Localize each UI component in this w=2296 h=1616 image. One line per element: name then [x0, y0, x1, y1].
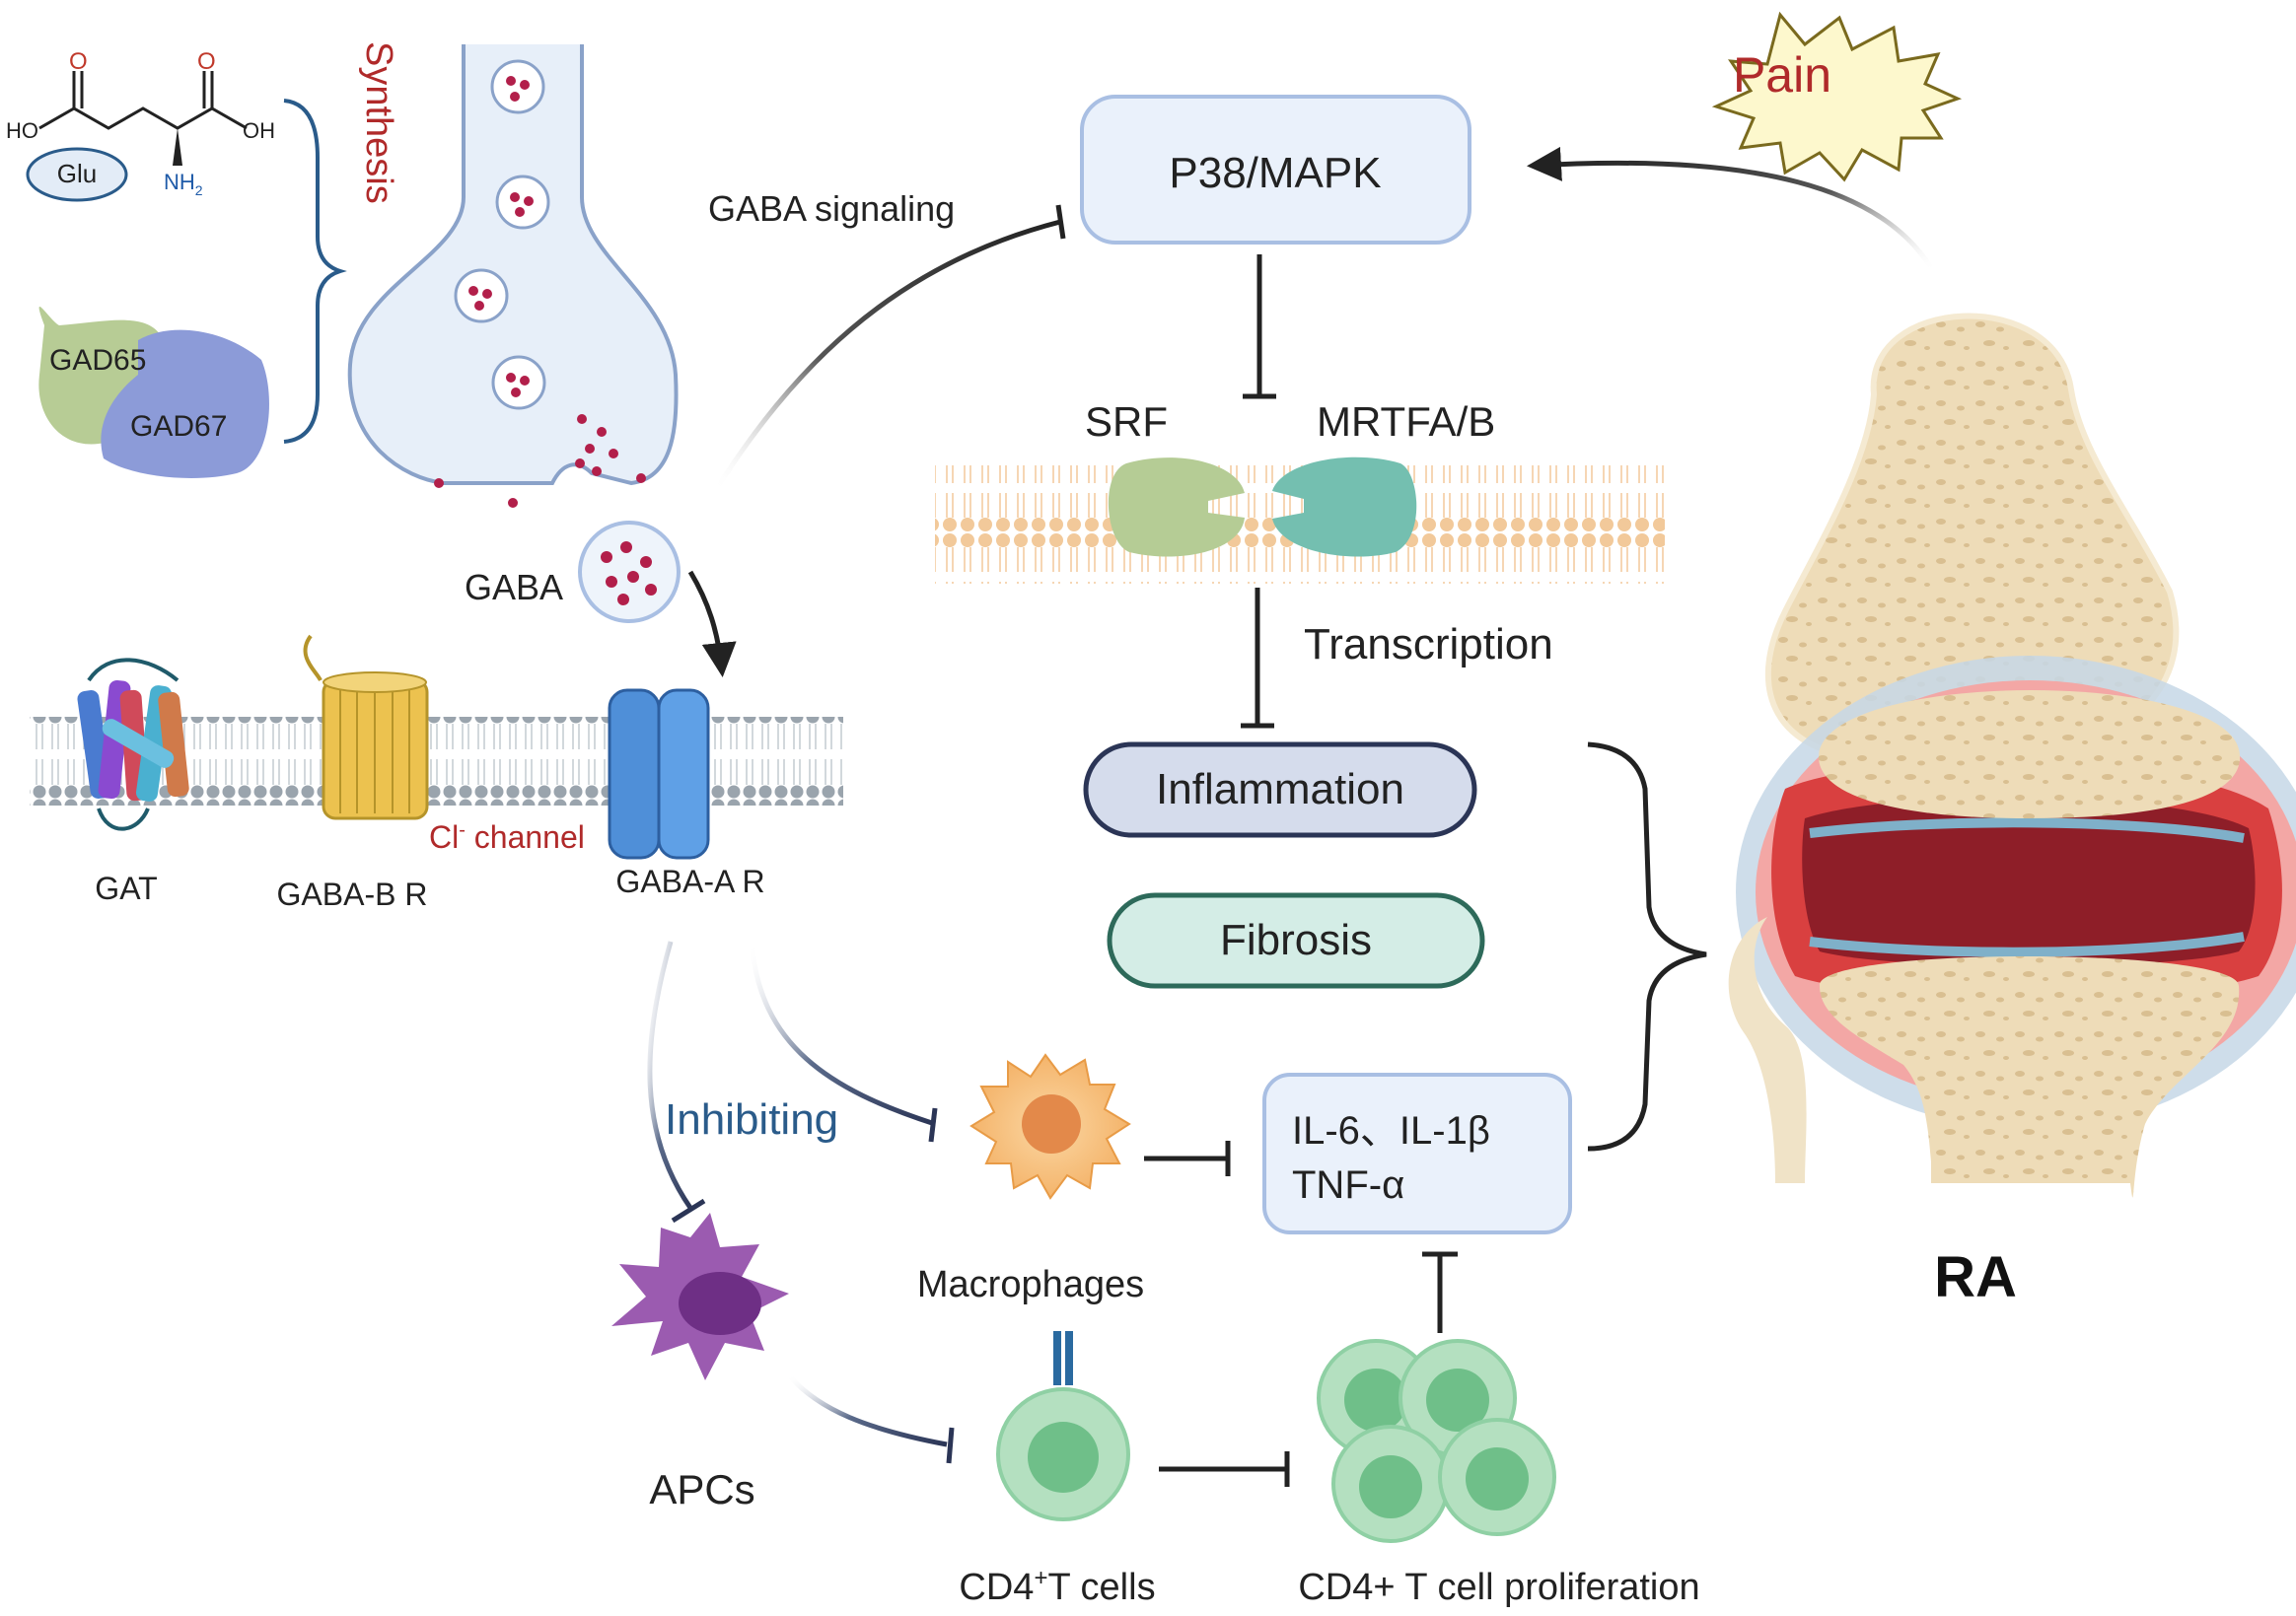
apc-cell: [611, 1213, 789, 1380]
p38-label: P38/MAPK: [1169, 149, 1381, 197]
fibrosis-label: Fibrosis: [1220, 916, 1372, 964]
gat-label: GAT: [95, 871, 157, 906]
cd4-tcell: [996, 1331, 1130, 1521]
inhibiting-label: Inhibiting: [665, 1095, 838, 1144]
receptor-to-apc-line: [647, 941, 693, 1210]
mrtfa-protein: [1272, 457, 1417, 557]
cytokines-line1: IL-6、IL-1β: [1292, 1109, 1490, 1153]
ra-label: RA: [1934, 1245, 2017, 1309]
macrophage-cell: [969, 1053, 1131, 1200]
vesicle: [491, 355, 546, 410]
srf-protein: [1108, 457, 1245, 557]
glu-ellipse: [26, 147, 128, 202]
mrtfa-label: MRTFA/B: [1317, 398, 1495, 445]
vesicle: [495, 175, 550, 230]
presynaptic-terminal: [347, 44, 679, 508]
synthesis-brace: [283, 99, 347, 444]
pain-burst: [1711, 11, 1963, 182]
glu-label: Glu: [57, 159, 97, 188]
apcs-label: APCs: [649, 1466, 754, 1512]
ra-bracket: [1587, 741, 1707, 1152]
cd4-tcells-label: CD4+T cells: [959, 1565, 1155, 1608]
oxygen-label-1: O: [69, 48, 88, 75]
vesicle: [490, 59, 545, 114]
pain-label: Pain: [1733, 47, 1831, 103]
inhibition-bar: [1055, 204, 1066, 240]
oh-label: OH: [243, 118, 275, 143]
inhibition-bar: [671, 1198, 706, 1224]
cytokines-line2: TNF-α: [1292, 1163, 1404, 1207]
nh2-label: NH2: [164, 170, 203, 198]
ra-joint-illustration: [1728, 313, 2296, 1198]
gaba-a-label: GABA-A R: [615, 864, 764, 899]
gad65-label: GAD65: [49, 344, 146, 377]
oxygen-label-2: O: [197, 48, 216, 75]
gad-enzymes: GAD65 GAD67: [38, 307, 269, 478]
transcription-label: Transcription: [1304, 620, 1553, 668]
gaba-signaling-arrow: [712, 219, 1061, 493]
vesicle: [454, 268, 509, 323]
inhibition-bar: [946, 1427, 955, 1464]
ra-to-p38-arrow: [1527, 146, 1936, 273]
inflammation-label: Inflammation: [1156, 765, 1404, 813]
gad67-blob: [101, 329, 269, 478]
glutamate-molecule: O O HO OH NH2 Glu: [6, 48, 275, 202]
synthesis-label: Synthesis: [358, 41, 399, 204]
proliferating-tcells: [1317, 1339, 1556, 1543]
gad67-label: GAD67: [130, 410, 227, 443]
cytokine-box: IL-6、IL-1β TNF-α: [1262, 1073, 1572, 1234]
gaba-b-receptor: [303, 634, 429, 820]
ho-label: HO: [6, 118, 38, 143]
fibrosis-box: Fibrosis: [1107, 892, 1485, 989]
macrophages-label: Macrophages: [917, 1264, 1144, 1305]
gaba-a-receptor: [608, 688, 710, 860]
gat-transporter: [77, 658, 189, 831]
receptor-to-macrophage-line: [749, 941, 936, 1127]
gaba-label: GABA: [465, 567, 563, 607]
cl-channel-label: Cl- channel: [429, 819, 585, 855]
gaba-b-label: GABA-B R: [277, 877, 428, 912]
gaba-to-receptor-arrow: [687, 570, 737, 677]
inhibition-bar: [928, 1107, 938, 1143]
srf-label: SRF: [1085, 398, 1168, 445]
p38-mapk-box: P38/MAPK: [1080, 95, 1471, 245]
gaba-vesicle: [578, 521, 681, 623]
apc-to-tcell-line: [787, 1373, 948, 1447]
inflammation-box: Inflammation: [1083, 741, 1477, 838]
released-gaba-dots: [434, 414, 646, 508]
proliferation-label: CD4+ T cell proliferation: [1298, 1567, 1699, 1608]
gaba-signaling-label: GABA signaling: [708, 188, 955, 229]
